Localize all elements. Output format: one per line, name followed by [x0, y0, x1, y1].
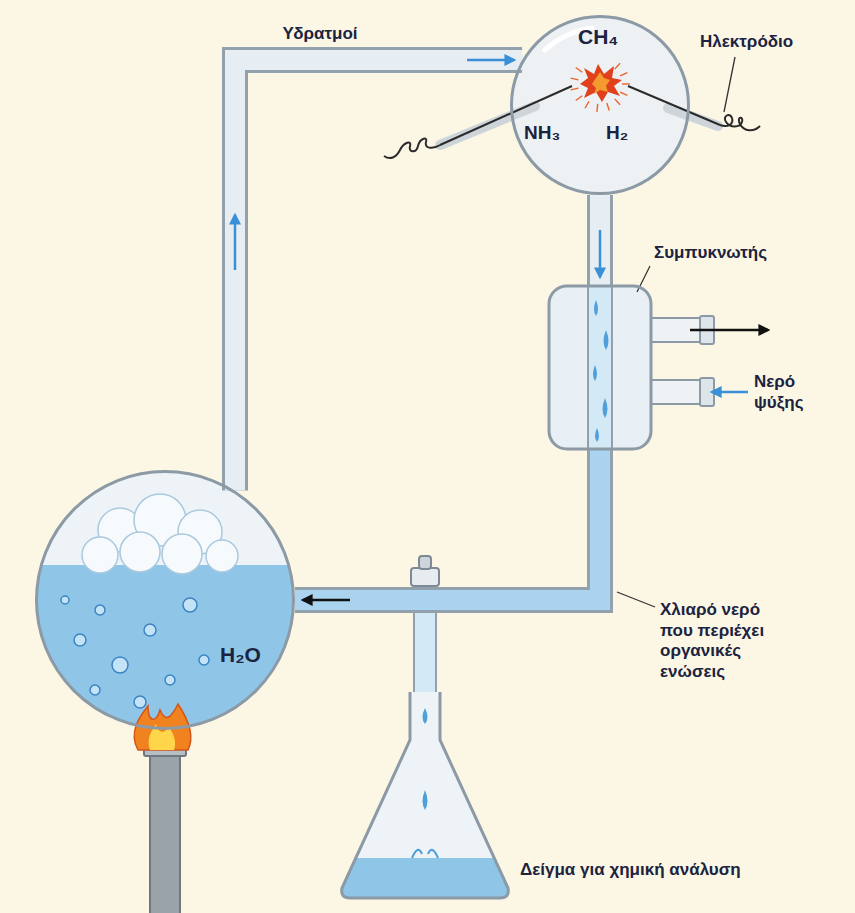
condenser-outline: [548, 285, 652, 450]
boiling-flask-body: [82, 537, 118, 573]
boiling-flask-outline: [37, 472, 294, 729]
tube-bore: [590, 195, 610, 285]
electrode: [628, 86, 720, 125]
sample-flask-body: [423, 708, 428, 810]
electrode: [668, 108, 718, 126]
callout-label: Χλιαρό νερό που περιέχει οργανικές ενώσε…: [660, 600, 792, 683]
tube-wall: [587, 195, 613, 285]
glass-tube: [295, 450, 600, 600]
boiling-flask-body: [183, 598, 197, 612]
condenser: Συμπυκνωτής: [548, 285, 652, 450]
part-label: Νερό ψύξης: [754, 372, 826, 413]
boiling-flask-body: [30, 565, 300, 735]
electrode: [384, 139, 440, 158]
electric-spark: [571, 63, 630, 112]
boiling-flask-body: [165, 675, 175, 685]
flow-arrow: [599, 230, 602, 277]
spark-ray: [620, 92, 627, 95]
reaction-sphere: CH₄ NH₃ H₂: [510, 15, 690, 195]
tube-wall: [295, 450, 600, 600]
tube-wall: [235, 60, 522, 490]
spark-ray: [615, 99, 620, 105]
condenser-outline: [549, 286, 651, 449]
tube-bore: [295, 450, 600, 600]
part-label: Συμπυκνωτής: [654, 243, 767, 264]
boiling-flask-body: [90, 685, 100, 695]
condenser-jacket: [548, 266, 768, 450]
gas-formula: H₂: [606, 121, 628, 144]
glass-tube: [235, 60, 522, 490]
spark-ray: [571, 88, 579, 90]
boiling-flask-body: [30, 465, 300, 735]
boiling-flask: H₂O: [35, 470, 295, 730]
tube-bore: [235, 60, 522, 490]
stopcock: [411, 568, 439, 586]
boiling-flask-outline: [35, 470, 295, 730]
condenser-jacket: [593, 300, 609, 442]
spark-ray: [615, 63, 620, 69]
spark-ray: [622, 83, 630, 84]
part-label: Ηλεκτρόδιο: [700, 32, 793, 53]
edge-label: Υδρατμοί: [279, 24, 360, 45]
boiling-flask-body: [82, 494, 238, 574]
bunsen-burner: [134, 704, 191, 913]
condenser-jacket: [588, 285, 612, 450]
bunsen-burner: [150, 750, 180, 913]
boiling-flask-body: [199, 655, 209, 665]
spark-ray: [620, 73, 627, 76]
boiling-flask-body: [95, 605, 105, 615]
boiling-flask-body: [30, 465, 300, 735]
boiling-flask-body: [74, 634, 86, 646]
boiling-flask-body: [61, 596, 209, 708]
electric-spark: [580, 64, 622, 102]
sample-flask: Δείγμα για χημική ανάλυση: [335, 690, 515, 900]
boiling-flask-body: [120, 532, 160, 572]
condenser-jacket: [548, 285, 652, 450]
electric-spark: [571, 63, 630, 112]
flow-arrow: [467, 59, 514, 62]
electric-spark: [592, 72, 610, 94]
glass-tube: [600, 195, 601, 285]
spark-ray: [576, 96, 582, 101]
sample-flask-body: [412, 850, 438, 858]
condenser-jacket: [650, 380, 702, 404]
sample-flask-body: [330, 692, 520, 908]
flow-arrow: [235, 215, 236, 270]
electrode: [440, 86, 572, 145]
spark-ray: [585, 101, 589, 108]
flow-arrow: [234, 215, 237, 270]
stopcock: [419, 556, 431, 569]
boiling-flask-body: [134, 696, 146, 708]
electrode: [720, 115, 760, 130]
spark-ray: [596, 104, 598, 112]
sample-flask-body: [330, 858, 520, 908]
gas-formula: NH₃: [524, 121, 560, 144]
boiling-flask-body: [162, 534, 202, 574]
flow-arrow: [303, 599, 350, 602]
boiling-flask-body: [144, 624, 156, 636]
condenser-jacket: [690, 329, 768, 332]
sample-flask-outline: [335, 690, 515, 900]
boiling-flask-body: [206, 540, 238, 572]
spark-ray: [607, 103, 609, 111]
part-label: Δείγμα για χημική ανάλυση: [520, 860, 741, 881]
leader-line: [617, 592, 655, 607]
spark-ray: [571, 78, 579, 80]
condenser-jacket: [700, 378, 714, 406]
sample-flask-outline: [342, 692, 509, 898]
gas-formula: CH₄: [578, 24, 618, 50]
connector-layer: [235, 60, 600, 600]
electrode: [724, 57, 735, 112]
water-formula: H₂O: [220, 642, 261, 668]
condenser-jacket: [712, 391, 748, 394]
stopcock: [411, 556, 439, 700]
spark-ray: [576, 68, 582, 73]
boiling-flask-body: [112, 657, 128, 673]
boiling-flask-body: [61, 596, 69, 604]
reaction-sphere-outline: [512, 17, 689, 194]
